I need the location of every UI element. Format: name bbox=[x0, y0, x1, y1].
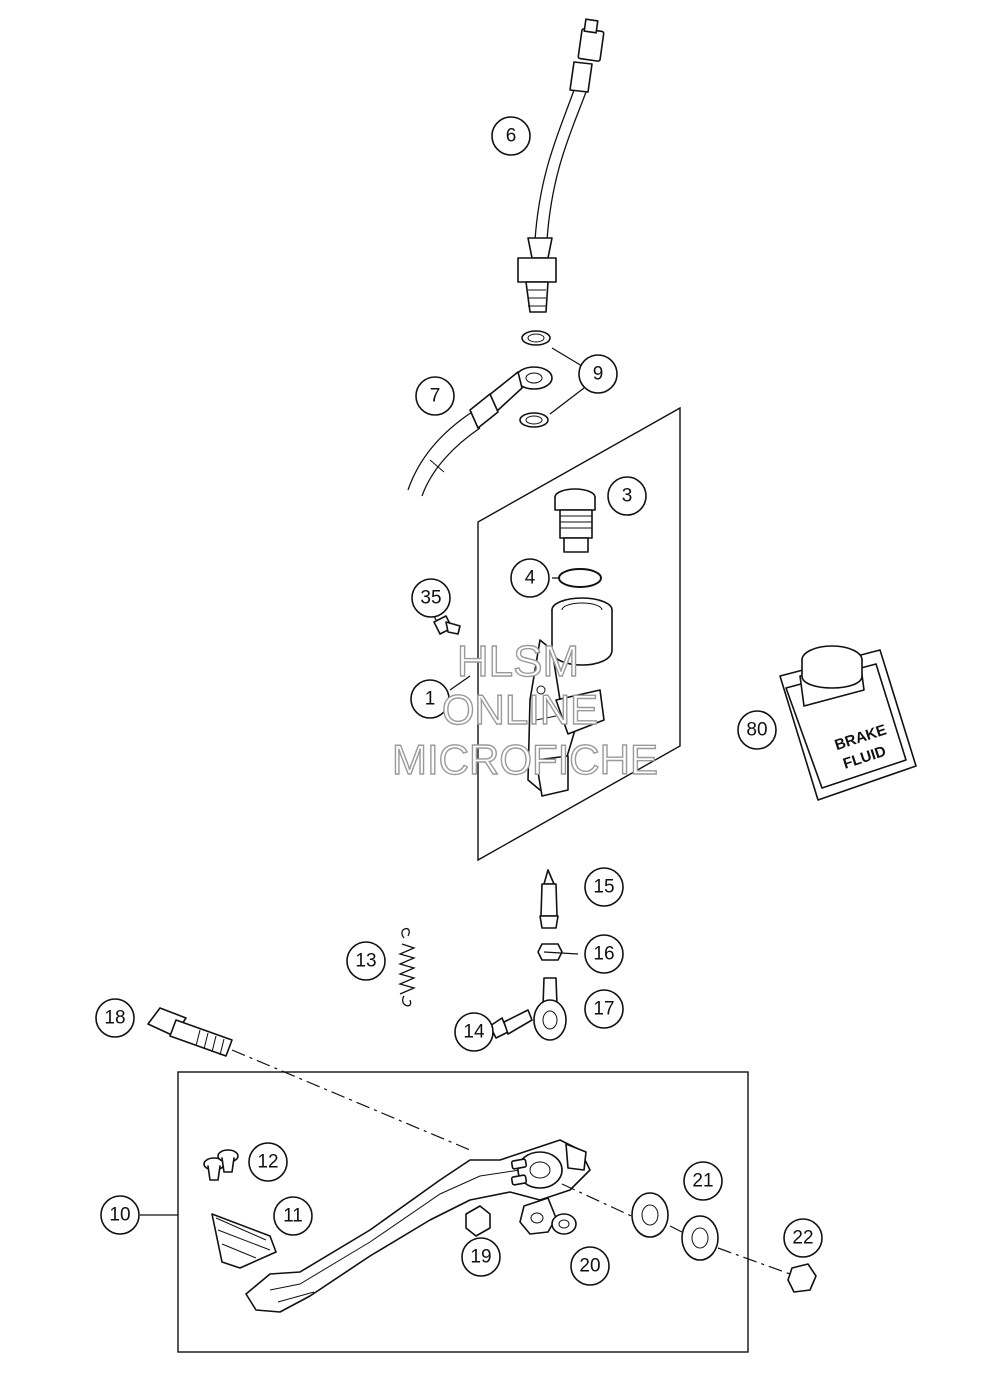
tread-pins bbox=[203, 1149, 239, 1181]
svg-text:80: 80 bbox=[746, 720, 767, 741]
pin-bolt bbox=[489, 1009, 533, 1039]
callout-18: 18 bbox=[95, 998, 135, 1038]
pivot-bolt bbox=[147, 1007, 471, 1151]
master-cylinder-body bbox=[527, 597, 613, 797]
callout-4: 4 bbox=[510, 558, 550, 598]
watermark: HLSM ONLINE MICROFICHE bbox=[391, 636, 658, 783]
brake-fluid-bottle: BRAKE FLUID bbox=[779, 645, 917, 801]
o-ring bbox=[558, 568, 602, 588]
watermark-line1: HLSM bbox=[457, 637, 579, 686]
push-rod bbox=[539, 869, 559, 929]
callout-15: 15 bbox=[584, 867, 624, 907]
watermark-line3: MICROFICHE bbox=[392, 736, 658, 783]
bleed-screw bbox=[433, 615, 461, 635]
return-spring bbox=[398, 928, 416, 1007]
sealing-washers bbox=[519, 330, 585, 428]
ball-bearings bbox=[631, 1192, 791, 1275]
callout-80: 80 bbox=[737, 710, 777, 750]
callout-21: 21 bbox=[683, 1161, 723, 1201]
brake-lever-kit-frame bbox=[177, 1071, 749, 1353]
svg-text:15: 15 bbox=[593, 877, 614, 898]
svg-text:16: 16 bbox=[593, 944, 614, 965]
callout-14: 14 bbox=[454, 1012, 494, 1052]
svg-text:17: 17 bbox=[593, 999, 614, 1020]
svg-text:14: 14 bbox=[463, 1022, 485, 1043]
callout-6: 6 bbox=[491, 116, 531, 156]
callout-12: 12 bbox=[248, 1142, 288, 1182]
svg-text:18: 18 bbox=[104, 1008, 125, 1029]
svg-text:1: 1 bbox=[425, 689, 436, 710]
clevis bbox=[533, 977, 567, 1041]
brake-hose bbox=[407, 366, 553, 497]
brake-pedal bbox=[245, 1139, 641, 1313]
svg-text:22: 22 bbox=[792, 1228, 813, 1249]
pedal-tip bbox=[211, 1213, 277, 1269]
stop-bolt bbox=[465, 1205, 491, 1237]
svg-text:11: 11 bbox=[283, 1206, 303, 1227]
bushing bbox=[551, 1213, 577, 1235]
callout-10: 10 bbox=[100, 1195, 140, 1235]
svg-text:9: 9 bbox=[593, 364, 604, 385]
svg-text:4: 4 bbox=[525, 568, 536, 589]
flange-nut bbox=[787, 1263, 817, 1293]
callout-1: 1 bbox=[410, 679, 450, 719]
callout-22: 22 bbox=[783, 1218, 823, 1258]
svg-text:10: 10 bbox=[109, 1205, 130, 1226]
callout-20: 20 bbox=[570, 1246, 610, 1286]
callout-19: 19 bbox=[461, 1237, 501, 1277]
callout-9: 9 bbox=[578, 354, 618, 394]
svg-text:19: 19 bbox=[470, 1247, 491, 1268]
svg-text:35: 35 bbox=[420, 588, 441, 609]
callout-17: 17 bbox=[584, 989, 624, 1029]
callout-11: 11 bbox=[273, 1196, 313, 1236]
svg-text:7: 7 bbox=[430, 386, 441, 407]
callout-13: 13 bbox=[346, 941, 386, 981]
callout-7: 7 bbox=[415, 376, 455, 416]
brake-light-switch bbox=[517, 18, 605, 313]
callout-16: 16 bbox=[584, 934, 624, 974]
svg-text:20: 20 bbox=[579, 1256, 600, 1277]
master-cylinder-kit-frame bbox=[477, 406, 681, 862]
svg-text:21: 21 bbox=[692, 1171, 713, 1192]
callout-3: 3 bbox=[607, 476, 647, 516]
svg-text:13: 13 bbox=[355, 951, 376, 972]
reservoir-plug bbox=[554, 488, 596, 553]
svg-text:12: 12 bbox=[257, 1152, 278, 1173]
svg-text:6: 6 bbox=[506, 126, 517, 147]
pedal-bracket bbox=[519, 1197, 557, 1235]
watermark-line2: ONLINE bbox=[442, 686, 598, 733]
callout-35: 35 bbox=[411, 578, 451, 618]
svg-text:3: 3 bbox=[622, 486, 633, 507]
